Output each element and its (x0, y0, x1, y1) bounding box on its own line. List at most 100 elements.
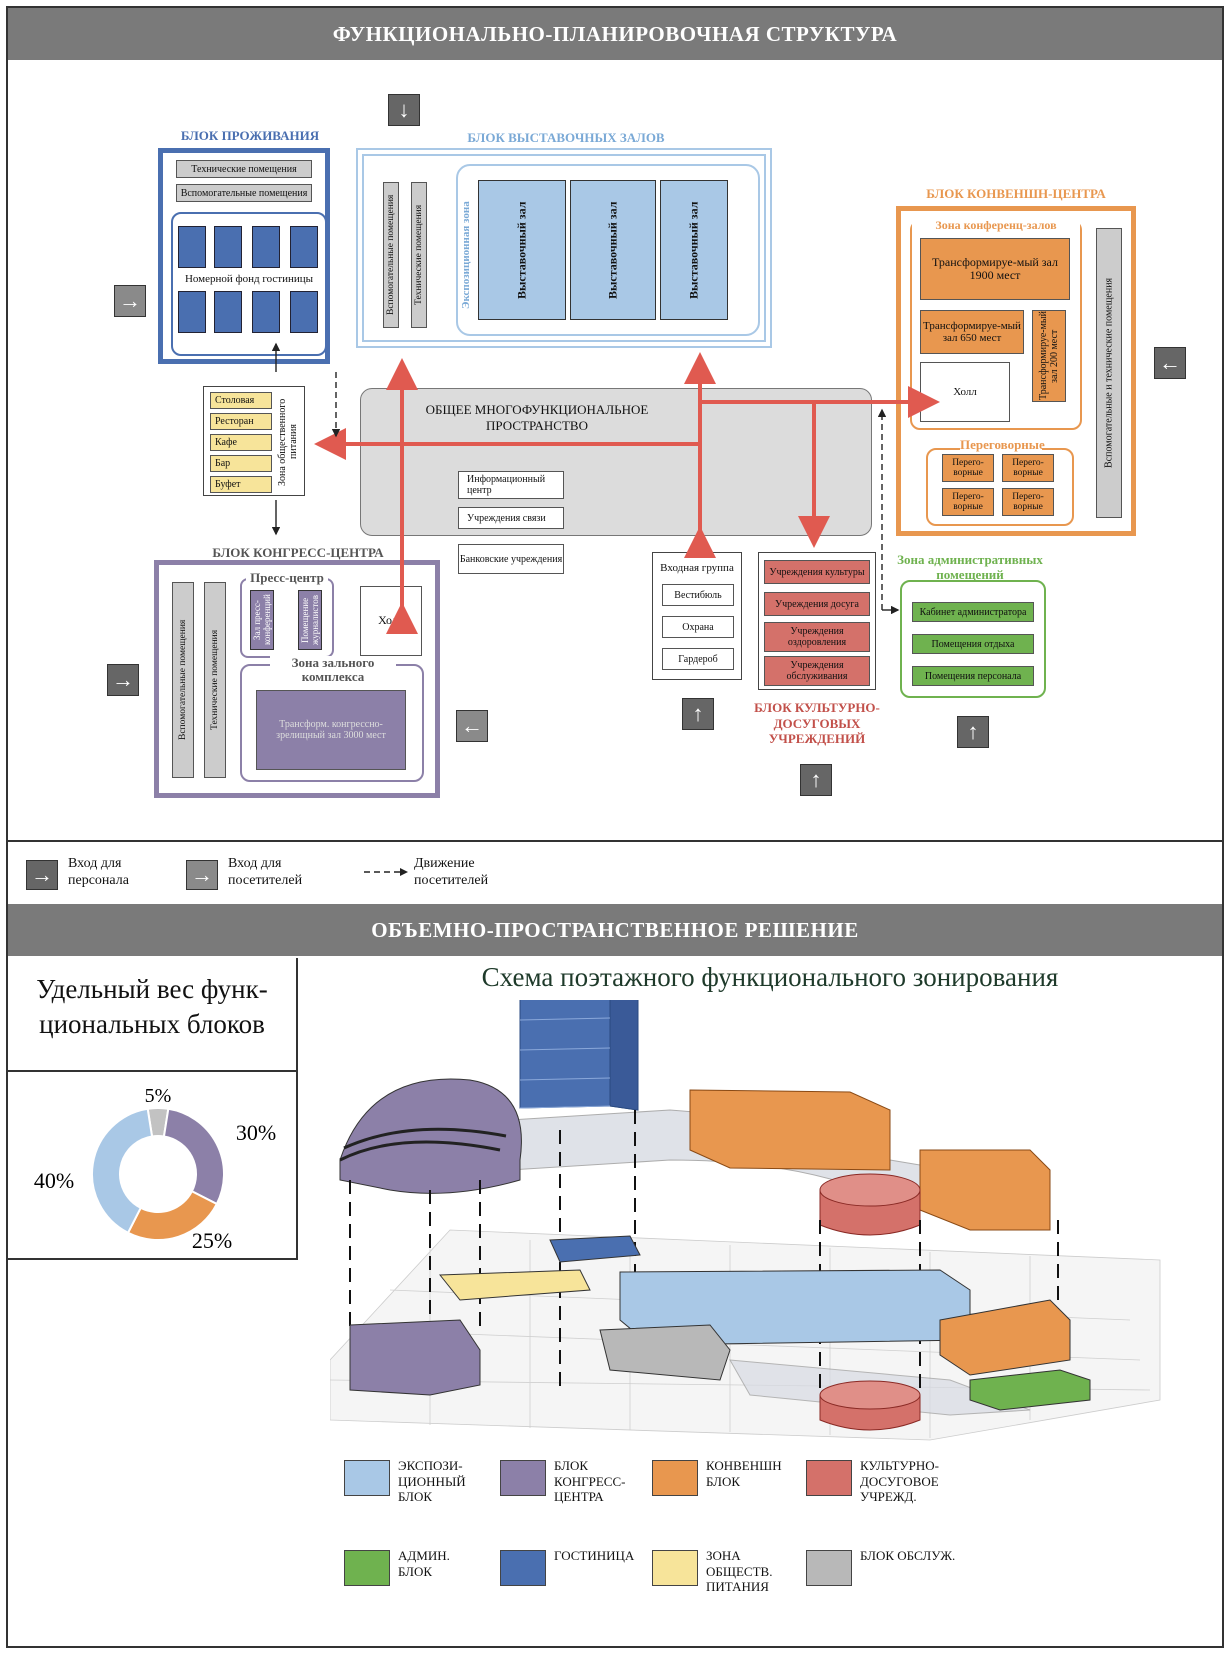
exhibition-block-title: БЛОК ВЫСТАВОЧНЫХ ЗАЛОВ (467, 130, 665, 145)
legend-movement-icon (364, 868, 408, 876)
legend-visitors-label: Вход для посетителей (228, 856, 303, 888)
bank-offices: Банковские учреждения (458, 544, 564, 574)
legend-swatch-congress (500, 1460, 546, 1496)
legend-swatch-food (652, 1550, 698, 1586)
culture-institutions: Учреждения культуры (764, 560, 870, 584)
exhibition-block (356, 148, 772, 348)
exposition-zone (456, 164, 760, 336)
scheme-title: Схема поэтажного функционального зониров… (481, 962, 1059, 992)
hotel-room (290, 226, 318, 268)
admin-zone (900, 580, 1046, 698)
post-offices: Учреждения связи (458, 507, 564, 529)
negotiations-zone-title: Переговорные (960, 437, 1045, 453)
share-label-40: 40% (34, 1168, 74, 1193)
legend-staff-label: Вход для персонала (68, 856, 129, 888)
press-center-title: Пресс-центр (246, 570, 328, 586)
visitor-entrance-arrow-up-icon: ↑ (682, 698, 714, 730)
legend-staff-icon: → (26, 860, 58, 890)
food-item-bar: Бар (210, 455, 272, 472)
legend-label-culture: КУЛЬТУРНО-ДОСУГОВОЕ УЧРЕЖД. (860, 1458, 939, 1505)
share-label-5: 5% (145, 1085, 172, 1107)
common-space (360, 388, 872, 536)
donut-slice-1 (162, 1107, 225, 1206)
food-item-restaurant: Ресторан (210, 413, 272, 430)
congress-block (154, 560, 440, 798)
legend-swatch-service (806, 1550, 852, 1586)
hotel-room (214, 226, 242, 268)
congress-dome (339, 1078, 522, 1194)
entrance-security: Охрана (662, 616, 734, 638)
admin-office: Кабинет администратора (912, 602, 1034, 622)
upper-convention (689, 1089, 1051, 1231)
legend-swatch-culture (806, 1460, 852, 1496)
legend-visitors-icon: → (186, 860, 218, 890)
legend-movement-label: Движение посетителей (414, 856, 489, 888)
staff-entrance-arrow-down-icon: ↓ (388, 94, 420, 126)
share-label-25: 25% (192, 1228, 232, 1253)
section-title-functional: ФУНКЦИОНАЛЬНО-ПЛАНИРОВОЧНАЯ СТРУКТУРА (8, 8, 1222, 60)
service-institutions: Учреждения обслуживания (764, 656, 870, 686)
lower-floor-volumes (349, 1235, 1091, 1411)
hall-complex-title: Зона зального комплекса (270, 656, 396, 684)
legend-label-hotel: ГОСТИНИЦА (554, 1548, 635, 1563)
hotel-tower (519, 1000, 639, 1111)
legend-label-congress: БЛОК КОНГРЕСС-ЦЕНТРА (554, 1458, 626, 1505)
staff-entrance-arrow-up-icon: ↑ (957, 716, 989, 748)
hotel-room (290, 291, 318, 333)
food-item-cafe: Кафе (210, 434, 272, 451)
transformable-hall-650: Трансформируе-мый зал 650 мест (920, 310, 1024, 354)
staff-entrance-arrow-right-icon: → (107, 664, 139, 696)
congress-big-hall: Трансформ. конгрессно-зрелищный зал 3000… (256, 690, 406, 770)
info-center: Информационный центр (458, 471, 564, 499)
food-item-buffet: Буфет (210, 476, 272, 493)
legend-swatch-admin (344, 1550, 390, 1586)
donut-slice-3 (91, 1107, 154, 1235)
visitor-entrance-arrow-left-icon: ← (456, 710, 488, 742)
staff-entrance-arrow-left-icon: ← (1154, 347, 1186, 379)
hotel-room (252, 291, 280, 333)
share-divider (8, 1070, 298, 1072)
legend-swatch-hotel (500, 1550, 546, 1586)
entrance-group-title: Входная группа (660, 562, 734, 574)
negotiation-room-1: Перего-ворные (942, 454, 994, 482)
legend-swatch-convention (652, 1460, 698, 1496)
axonometric-scheme (330, 1000, 1161, 1441)
poster-frame (6, 6, 1224, 1648)
staff-rooms: Помещения персонала (912, 666, 1034, 686)
transformable-hall-1900: Трансформируе-мый зал 1900 мест (920, 238, 1070, 300)
legend-label-exposition: ЭКСПОЗИ-ЦИОННЫЙ БЛОК (398, 1458, 466, 1505)
leisure-institutions: Учреждения досуга (764, 592, 870, 616)
hotel-room (178, 226, 206, 268)
food-item-canteen: Столовая (210, 392, 272, 409)
exhibition-block-inner (362, 154, 766, 342)
share-label-30: 30% (236, 1120, 276, 1145)
congress-block-title: БЛОК КОНГРЕСС-ЦЕНТРА (212, 545, 384, 560)
flow-connections (271, 342, 940, 634)
culture-block (758, 552, 876, 690)
rest-rooms: Помещения отдыха (912, 634, 1034, 654)
entrance-lobby: Вестибюль (662, 584, 734, 606)
visitor-entrance-arrow-up-icon: ↑ (800, 764, 832, 796)
hotel-rooms-label: Номерной фонд гостиницы (184, 273, 314, 285)
upper-culture-cylinder (819, 1173, 921, 1236)
negotiation-room-2: Перего-ворные (1002, 454, 1054, 482)
hotel-room (252, 226, 280, 268)
divider (8, 840, 1222, 842)
convention-block (896, 206, 1136, 536)
legend-label-food: ЗОНА ОБЩЕСТВ. ПИТАНИЯ (706, 1548, 773, 1595)
lower-culture-cylinder (819, 1380, 921, 1431)
health-institutions: Учреждения оздоровления (764, 622, 870, 652)
share-title: Удельный вес функ-циональных блоков (36, 974, 268, 1040)
share-box (8, 958, 298, 1260)
legend-label-convention: КОНВЕНШН БЛОК (706, 1458, 782, 1489)
section-title-volumetric: ОБЪЕМНО-ПРОСТРАНСТВЕННОЕ РЕШЕНИЕ (8, 904, 1222, 956)
convention-block-title: БЛОК КОНВЕНШН-ЦЕНТРА (926, 186, 1106, 201)
culture-block-title: БЛОК КУЛЬТУРНО-ДОСУГОВЫХ УЧРЕЖДЕНИЙ (754, 700, 880, 747)
negotiation-room-3: Перего-ворные (942, 488, 994, 516)
legend-label-service: БЛОК ОБСЛУЖ. (860, 1548, 956, 1563)
residence-tech-rooms: Технические помещения (176, 160, 312, 178)
visitor-entrance-arrow-right-icon: → (114, 285, 146, 317)
residence-aux-rooms: Вспомогательные помещения (176, 184, 312, 202)
negotiation-room-4: Перего-ворные (1002, 488, 1054, 516)
residence-block-title: БЛОК ПРОЖИВАНИЯ (180, 128, 320, 143)
